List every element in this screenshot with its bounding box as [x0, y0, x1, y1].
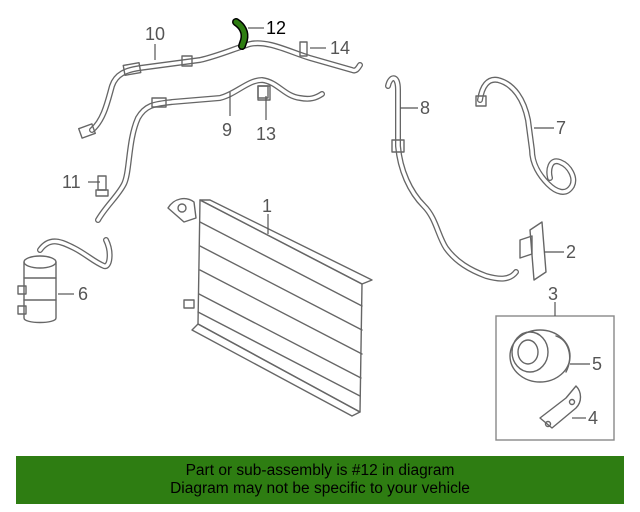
callout-9: 9	[222, 120, 232, 140]
callout-10: 10	[145, 24, 165, 44]
callout-6: 6	[78, 284, 88, 304]
part-9-hose[interactable]	[95, 77, 325, 223]
part-14-fitting[interactable]	[299, 41, 308, 57]
info-banner: Part or sub-assembly is #12 in diagram D…	[16, 456, 624, 504]
leader-lines	[58, 27, 590, 419]
callout-2: 2	[566, 242, 576, 262]
callout-13: 13	[256, 124, 276, 144]
callout-3: 3	[548, 284, 558, 304]
callout-12: 12	[266, 18, 286, 38]
part-8-hose[interactable]	[385, 75, 519, 282]
callout-4: 4	[588, 408, 598, 428]
callout-8: 8	[420, 98, 430, 118]
callout-11: 11	[62, 172, 81, 192]
callout-5: 5	[592, 354, 602, 374]
banner-line-1: Part or sub-assembly is #12 in diagram	[185, 462, 455, 479]
part-7-hose[interactable]	[475, 76, 577, 195]
part-13-clip[interactable]	[257, 85, 271, 101]
callout-7: 7	[556, 118, 566, 138]
part-10-hose[interactable]	[78, 40, 363, 139]
part-5-compressor[interactable]	[509, 329, 571, 383]
callout-14: 14	[330, 38, 350, 58]
part-4-bracket[interactable]	[539, 385, 582, 429]
part-2-bracket[interactable]	[519, 221, 547, 281]
part-1-condenser[interactable]	[167, 197, 373, 417]
part-6-receiver-drier[interactable]	[17, 237, 113, 324]
callout-1: 1	[262, 196, 272, 216]
banner-line-2: Diagram may not be specific to your vehi…	[170, 480, 470, 497]
parts-diagram: 10 12 14 9 13 11 6 1 8 7 2 3 5 4	[17, 18, 615, 441]
part-11-switch[interactable]	[95, 175, 109, 197]
part-12-highlighted[interactable]	[232, 18, 249, 50]
